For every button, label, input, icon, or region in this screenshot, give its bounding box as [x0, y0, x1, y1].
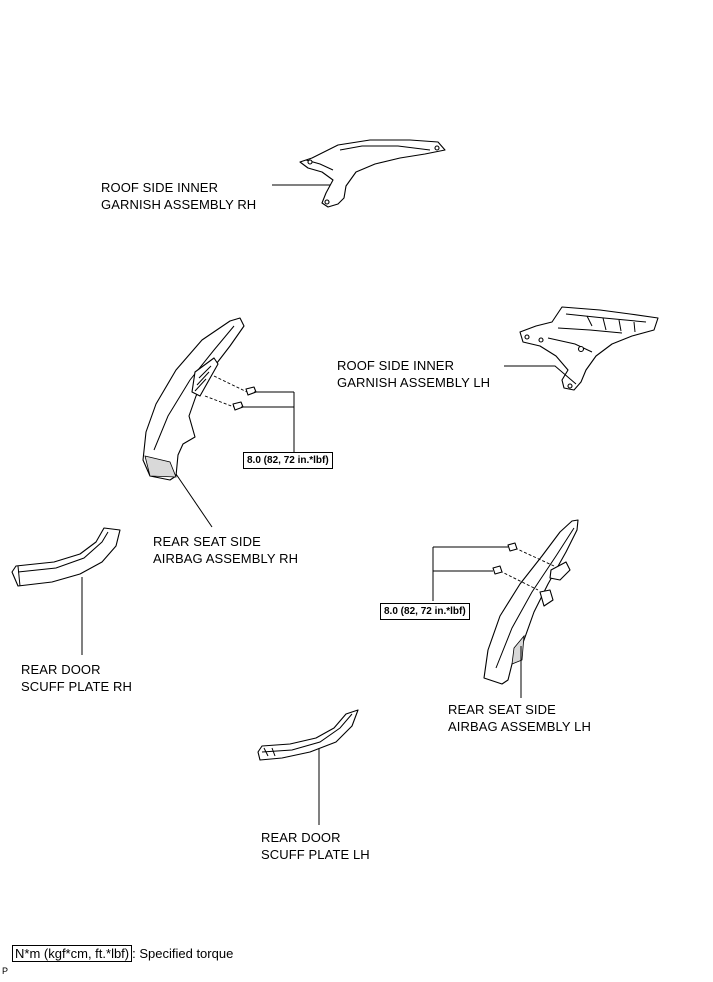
label-airbag-lh: REAR SEAT SIDE AIRBAG ASSEMBLY LH: [448, 701, 591, 735]
rear-seat-side-airbag-rh-part: [142, 317, 245, 481]
bolts-rh: [204, 375, 264, 411]
roof-side-inner-garnish-lh-part: [519, 306, 659, 391]
torque-spec-rh: 8.0 (82, 72 in.*lbf): [243, 452, 333, 469]
label-roof-rh-line2: GARNISH ASSEMBLY RH: [101, 197, 257, 212]
label-scuff-rh-line1: REAR DOOR: [21, 662, 101, 677]
label-scuff-rh-line2: SCUFF PLATE RH: [21, 679, 132, 694]
label-airbag-lh-line2: AIRBAG ASSEMBLY LH: [448, 719, 591, 734]
rear-door-scuff-plate-lh-part: [257, 709, 359, 761]
label-airbag-rh-line2: AIRBAG ASSEMBLY RH: [153, 551, 299, 566]
legend-unit-box: N*m (kgf*cm, ft.*lbf): [12, 945, 133, 962]
bolts-lh: [492, 542, 555, 591]
roof-side-inner-garnish-rh-part: [299, 139, 446, 208]
label-airbag-rh: REAR SEAT SIDE AIRBAG ASSEMBLY RH: [153, 533, 298, 567]
label-roof-lh: ROOF SIDE INNER GARNISH ASSEMBLY LH: [337, 357, 490, 391]
corner-mark: P: [2, 966, 9, 976]
label-scuff-lh-line2: SCUFF PLATE LH: [261, 847, 370, 862]
label-roof-lh-line1: ROOF SIDE INNER: [337, 358, 455, 373]
rear-seat-side-airbag-lh-part: [483, 519, 579, 685]
label-scuff-rh: REAR DOOR SCUFF PLATE RH: [21, 661, 132, 695]
label-roof-rh: ROOF SIDE INNER GARNISH ASSEMBLY RH: [101, 179, 256, 213]
leader-airbag-rh: [175, 473, 213, 528]
label-roof-rh-line1: ROOF SIDE INNER: [101, 180, 219, 195]
torque-spec-lh: 8.0 (82, 72 in.*lbf): [380, 603, 470, 620]
label-scuff-lh-line1: REAR DOOR: [261, 830, 341, 845]
rear-door-scuff-plate-rh-part: [11, 527, 121, 587]
leader-roof-lh: [504, 365, 577, 385]
legend-text: : Specified torque: [132, 946, 234, 961]
label-scuff-lh: REAR DOOR SCUFF PLATE LH: [261, 829, 370, 863]
label-roof-lh-line2: GARNISH ASSEMBLY LH: [337, 375, 491, 390]
torque-legend: N*m (kgf*cm, ft.*lbf): Specified torque: [12, 945, 233, 962]
torque-leader-rh: [251, 391, 295, 453]
torque-leader-lh: [432, 546, 508, 601]
label-airbag-rh-line1: REAR SEAT SIDE: [153, 534, 261, 549]
label-airbag-lh-line1: REAR SEAT SIDE: [448, 702, 556, 717]
